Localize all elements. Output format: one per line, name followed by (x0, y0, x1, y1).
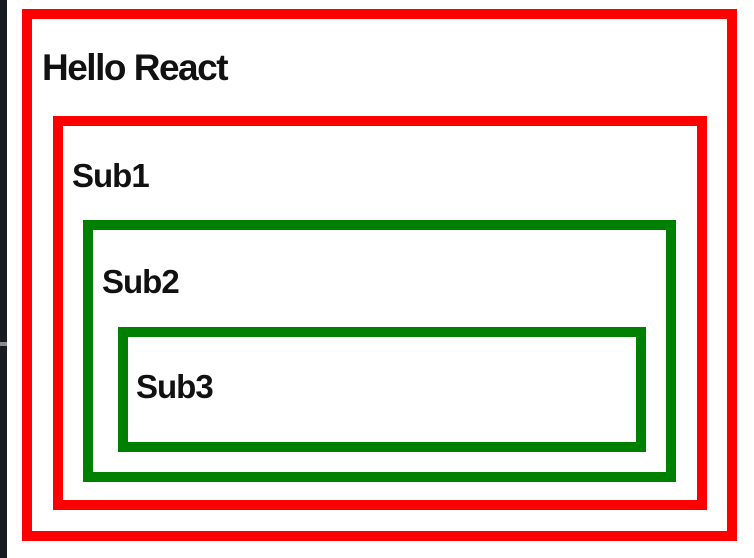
app-title: Hello React (42, 47, 229, 88)
app-container-box: Hello React Sub1 Sub2 Sub3 (22, 9, 737, 541)
sub1-component-box: Sub1 Sub2 Sub3 (53, 116, 707, 510)
sub3-label: Sub3 (136, 368, 214, 405)
scrollbar-thumb[interactable] (0, 342, 7, 346)
sub2-component-box: Sub2 Sub3 (83, 220, 676, 482)
sub3-component-box: Sub3 (118, 327, 646, 452)
sub2-label: Sub2 (102, 263, 180, 300)
sub1-label: Sub1 (72, 157, 150, 194)
background-window-edge[interactable] (0, 0, 7, 558)
